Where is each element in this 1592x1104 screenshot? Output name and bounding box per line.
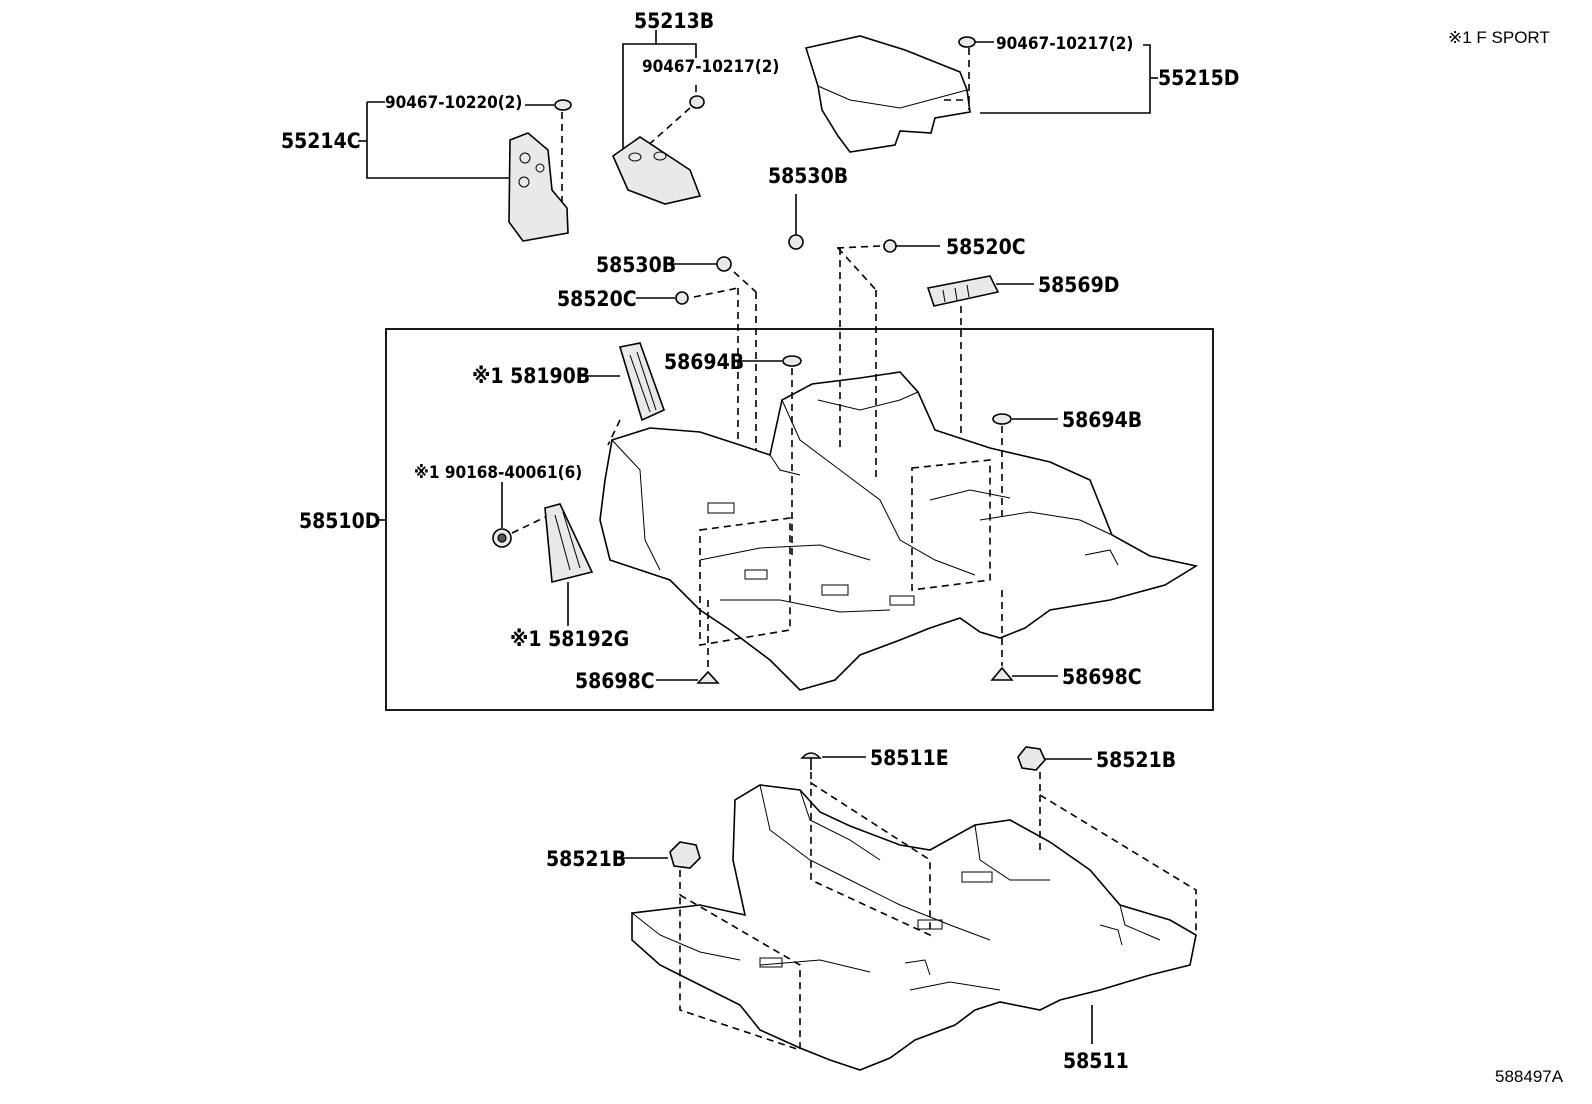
label-58190b: ※1 58190B bbox=[472, 364, 590, 388]
part-58694b-right[interactable]: 58694B bbox=[992, 408, 1142, 520]
part-58521b-top[interactable]: 58521B bbox=[1017, 746, 1176, 795]
clip-icon bbox=[554, 99, 572, 111]
label-58510d: 58510D bbox=[299, 509, 380, 533]
screw-icon bbox=[883, 239, 897, 253]
grommet-icon bbox=[1017, 746, 1046, 771]
label-58694b-left: 58694B bbox=[664, 350, 744, 374]
part-58694b-left[interactable]: 58694B bbox=[664, 350, 802, 560]
scuff-plate-icon bbox=[618, 342, 666, 422]
part-55213b-group[interactable]: 55213B 90467-10217(2) bbox=[612, 9, 779, 205]
label-90168-40061: ※1 90168-40061(6) bbox=[414, 463, 582, 483]
part-58192g[interactable]: ※1 58192G bbox=[510, 503, 629, 651]
label-90467-10217-a: 90467-10217(2) bbox=[642, 57, 779, 77]
label-58192g: ※1 58192G bbox=[510, 627, 629, 651]
diagram-ref-code: 588497A bbox=[1495, 1067, 1564, 1086]
label-58569d: 58569D bbox=[1038, 273, 1119, 297]
part-58521b-left[interactable]: 58521B bbox=[546, 841, 701, 895]
label-58520c-left: 58520C bbox=[557, 287, 637, 311]
insulator-icon bbox=[804, 35, 971, 153]
label-58698c-right: 58698C bbox=[1062, 665, 1142, 689]
assembly-58510d-box[interactable]: 58510D bbox=[299, 328, 1214, 711]
label-58521b-left: 58521B bbox=[546, 847, 626, 871]
label-58694b-right: 58694B bbox=[1062, 408, 1142, 432]
clip-icon bbox=[696, 670, 720, 684]
label-58530b-left: 58530B bbox=[596, 253, 676, 277]
label-58511e: 58511E bbox=[870, 746, 949, 770]
clip-icon bbox=[689, 95, 705, 109]
clip-icon bbox=[782, 355, 802, 367]
part-90168-40061[interactable]: ※1 90168-40061(6) bbox=[414, 463, 582, 548]
label-90467-10220: 90467-10220(2) bbox=[385, 93, 522, 113]
label-90467-10217-b: 90467-10217(2) bbox=[996, 34, 1133, 54]
part-58698c-right[interactable]: 58698C bbox=[990, 590, 1142, 689]
part-58520c-right[interactable]: 58520C bbox=[835, 235, 1026, 259]
lower-placement-guides bbox=[679, 781, 1197, 1052]
part-58511[interactable]: 58511 bbox=[1063, 1005, 1129, 1073]
part-58511e[interactable]: 58511E bbox=[800, 746, 949, 785]
upper-placement-guides bbox=[699, 248, 991, 646]
label-58698c-left: 58698C bbox=[575, 669, 655, 693]
label-55215d: 55215D bbox=[1158, 66, 1239, 90]
clip-icon bbox=[992, 413, 1012, 425]
label-55214c: 55214C bbox=[281, 129, 361, 153]
label-58521b-top: 58521B bbox=[1096, 748, 1176, 772]
screw-icon bbox=[675, 291, 689, 305]
part-58520c-left[interactable]: 58520C bbox=[557, 287, 739, 470]
clip-icon bbox=[788, 234, 804, 250]
part-58530b-top[interactable]: 58530B bbox=[768, 164, 877, 291]
clip-icon bbox=[716, 256, 732, 272]
note-f-sport: ※1 F SPORT bbox=[1448, 28, 1550, 47]
label-58520c-right: 58520C bbox=[946, 235, 1026, 259]
part-58190b[interactable]: ※1 58190B bbox=[472, 342, 666, 446]
label-55213b: 55213B bbox=[634, 9, 714, 33]
label-58530b-top: 58530B bbox=[768, 164, 848, 188]
bracket-icon bbox=[508, 132, 569, 242]
carpet-upper-icon bbox=[599, 371, 1199, 691]
label-58511: 58511 bbox=[1063, 1049, 1129, 1073]
clip-icon bbox=[990, 666, 1014, 681]
part-58698c-left[interactable]: 58698C bbox=[575, 600, 720, 693]
scuff-plate-icon bbox=[544, 503, 594, 584]
clip-icon bbox=[800, 752, 822, 759]
part-55214c-group[interactable]: 90467-10220(2) 55214C bbox=[281, 93, 572, 242]
clip-icon bbox=[958, 36, 976, 48]
pad-icon bbox=[612, 136, 702, 205]
grommet-icon bbox=[669, 841, 701, 869]
part-55215d-group[interactable]: 90467-10217(2) 55215D bbox=[804, 34, 1239, 153]
pad-icon bbox=[926, 275, 1000, 307]
